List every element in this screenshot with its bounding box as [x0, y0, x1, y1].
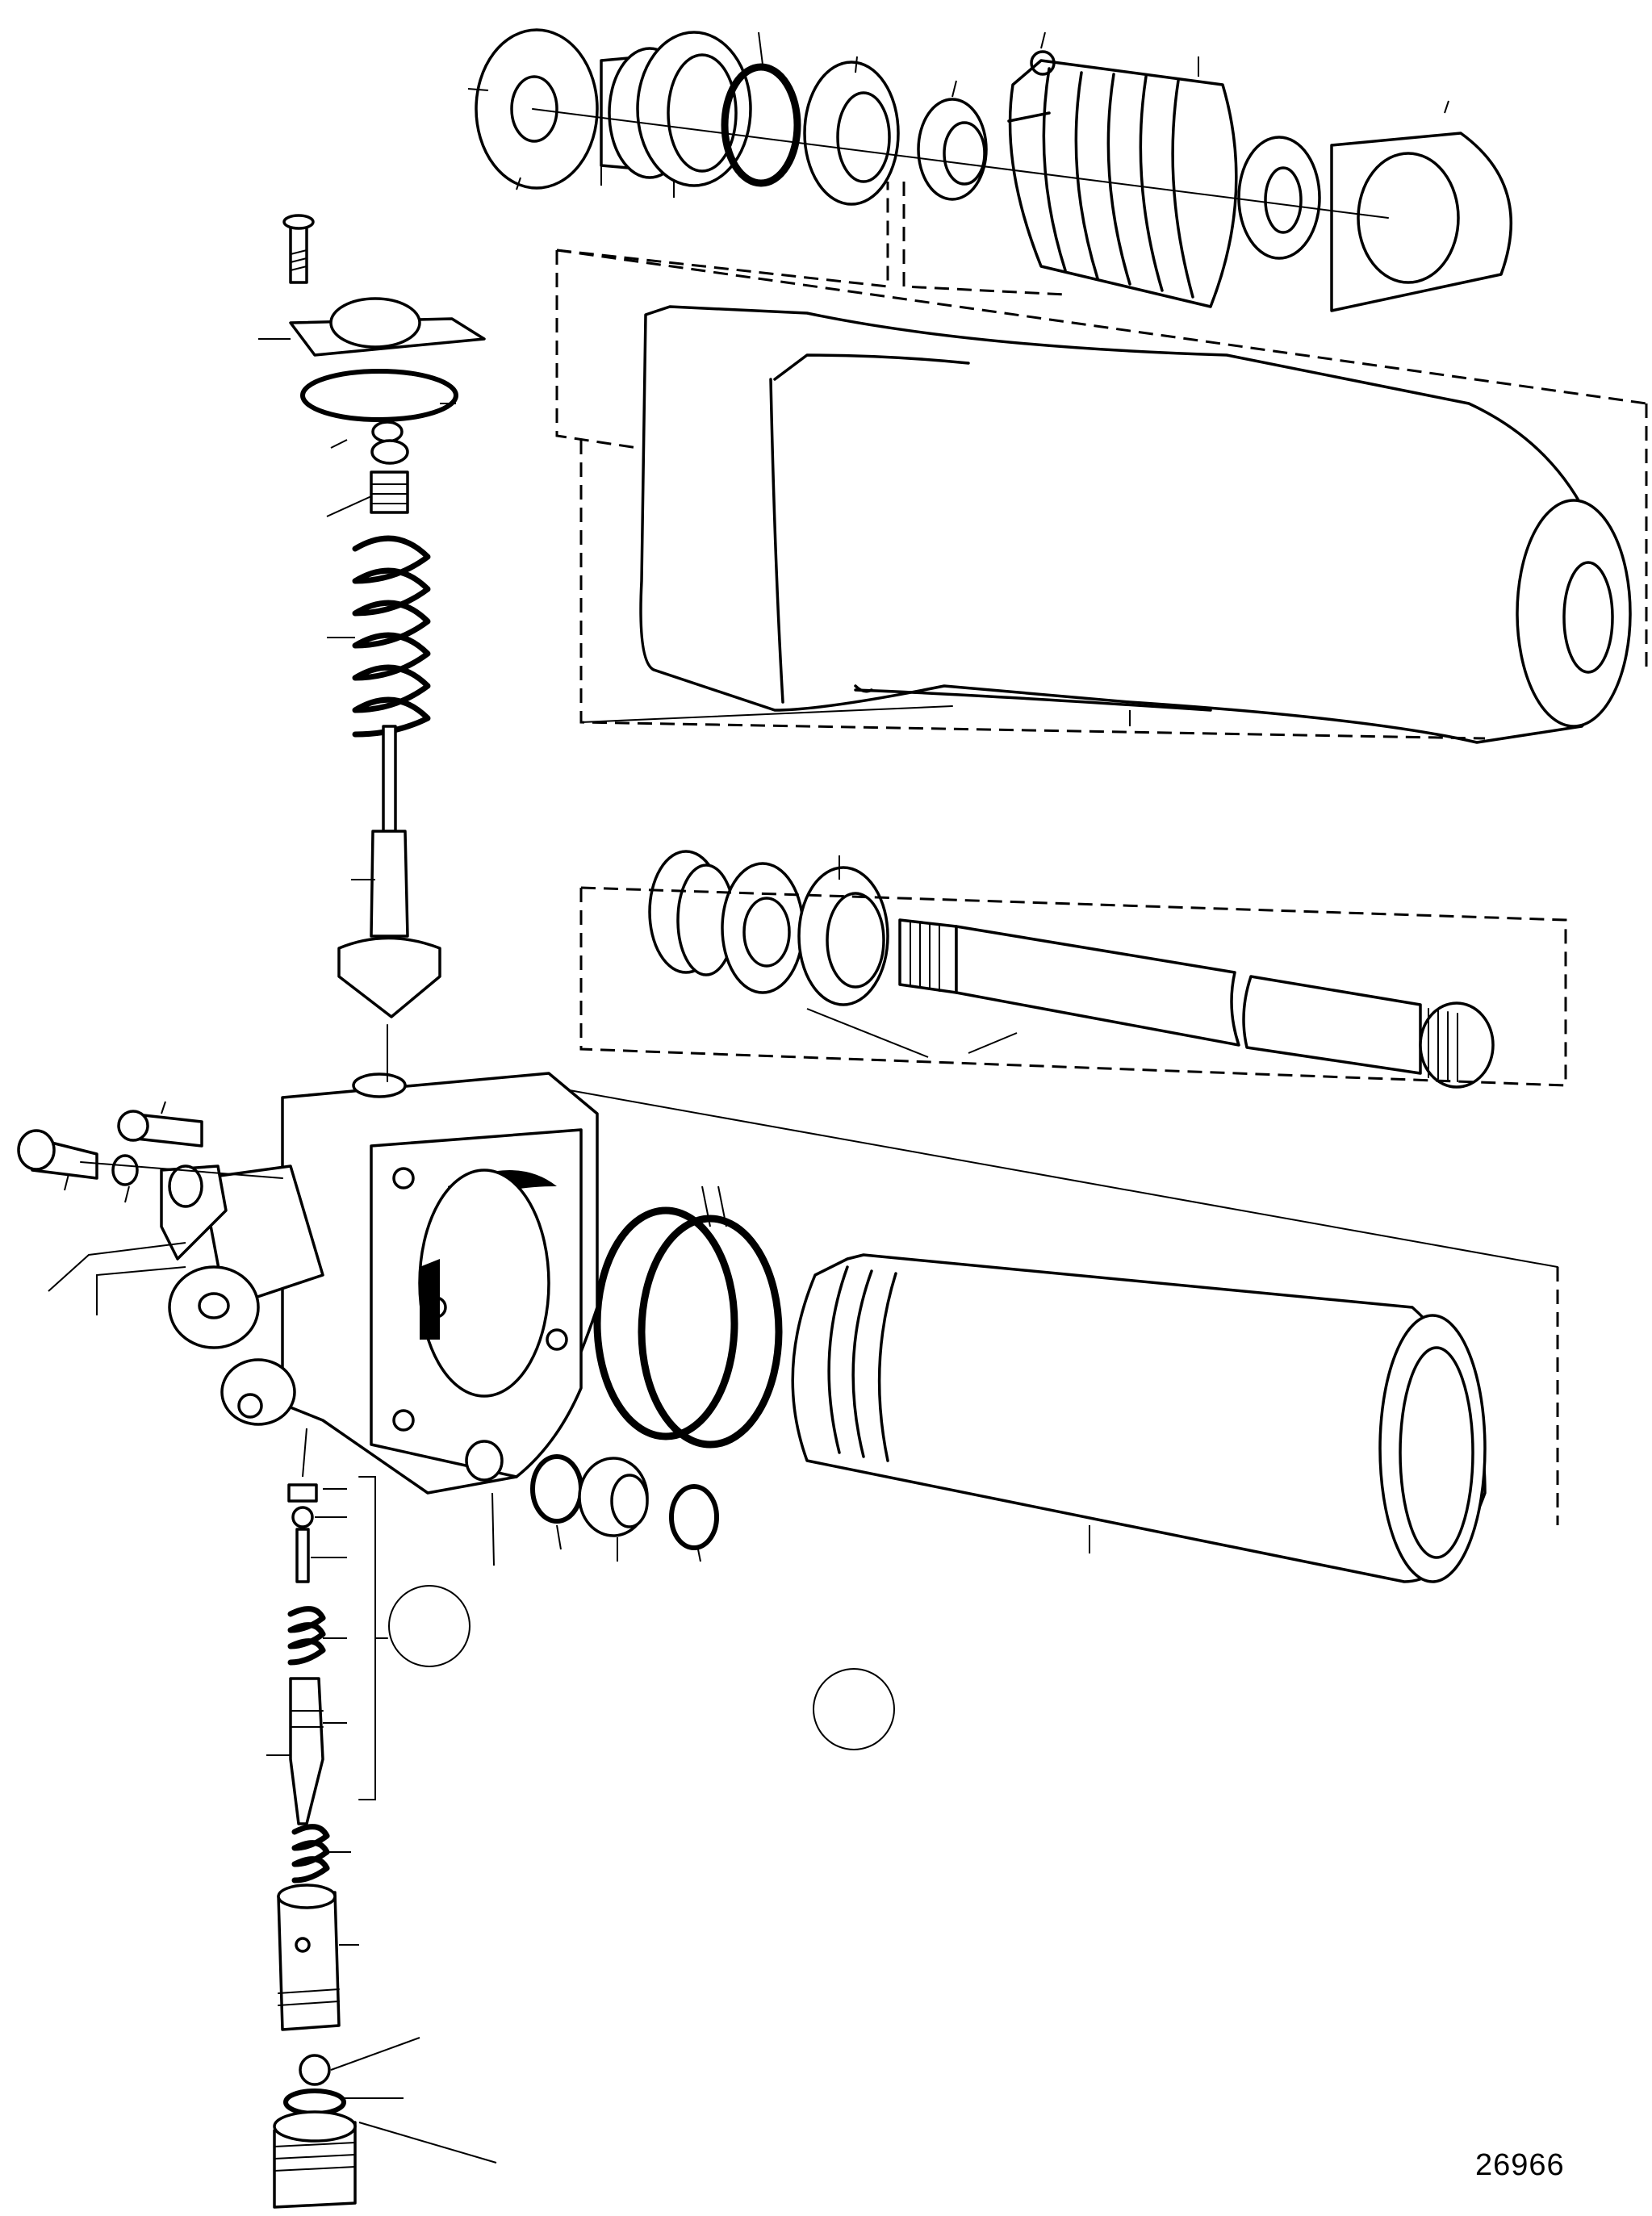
dashed-guides-tube	[564, 1089, 1559, 1525]
piston-ring-left	[648, 850, 736, 976]
upper-valve-stack	[282, 214, 486, 1082]
outer-tube	[791, 1253, 1487, 1583]
bellows-boot	[1007, 50, 1238, 308]
side-lever-bolts	[17, 1110, 283, 1261]
dashed-guides-barrel	[556, 249, 1648, 740]
figure-number: 26966	[1475, 2148, 1565, 2182]
bushing-stack	[600, 31, 752, 187]
callout-leader-lines	[48, 31, 1449, 2164]
piston-rod	[898, 918, 1495, 1089]
cylinder-barrel	[639, 305, 1632, 744]
piston-rod-assembly	[648, 850, 1495, 1089]
o-ring-top	[721, 63, 801, 187]
small-bushing	[917, 98, 988, 201]
rod-eye	[1237, 132, 1512, 312]
large-o-rings	[593, 1206, 783, 1449]
piston-seal	[797, 866, 889, 1006]
valve-housing	[168, 1072, 599, 1495]
dashed-guides-rod	[579, 886, 1567, 1087]
reference-circle-left	[388, 1585, 471, 1667]
piston-nut	[721, 862, 805, 994]
dashed-guides-top	[555, 182, 1066, 449]
reference-circle-center	[813, 1668, 895, 1750]
lower-valve-stack	[273, 1476, 388, 2209]
seal-ring-top	[803, 61, 900, 206]
port-parts	[530, 1454, 719, 1550]
top-component-row	[475, 28, 1512, 312]
